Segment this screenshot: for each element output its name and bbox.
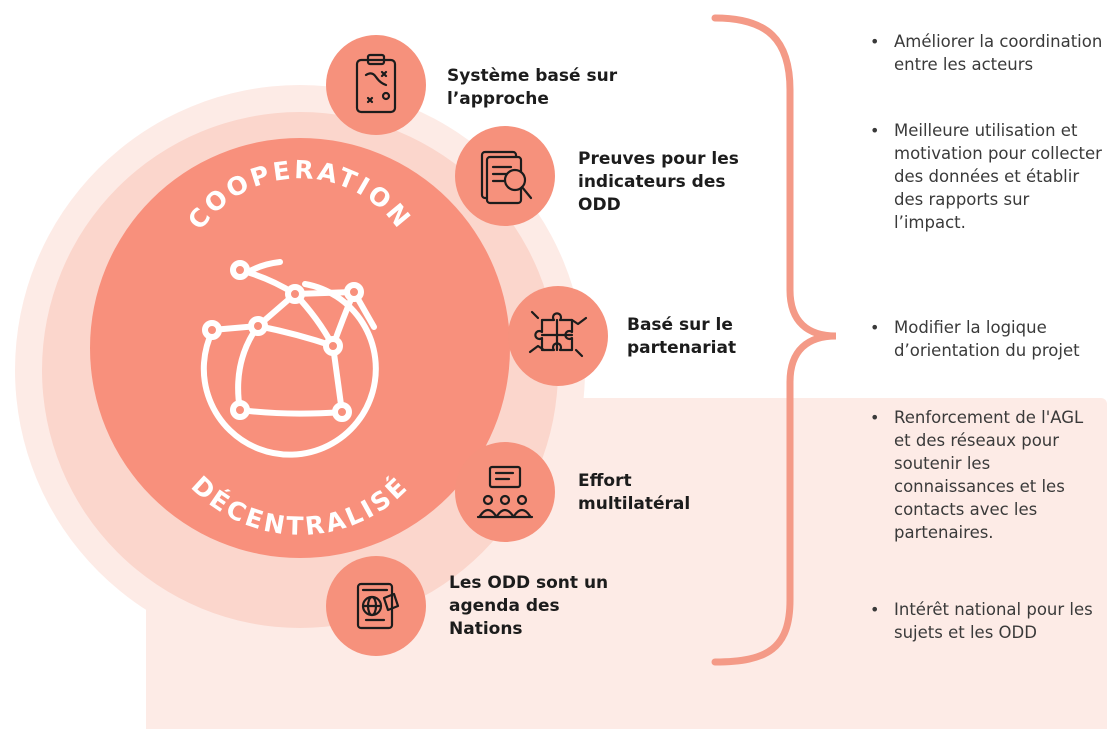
outcome-item: • Améliorer la coordination entre les ac… <box>864 30 1104 76</box>
outcome-item: • Intérêt national pour les sujets et le… <box>864 598 1104 644</box>
node-label-partnership: Basé sur le partenariat <box>627 315 737 358</box>
bullet-glyph: • <box>870 121 880 140</box>
outcome-text: Intérêt national pour les sujets et les … <box>894 600 1093 642</box>
grouping-brace <box>711 14 837 666</box>
clipboard-strategy-icon <box>355 53 397 114</box>
outcome-text: Améliorer la coordination entre les acte… <box>894 32 1103 74</box>
outcome-text: Renforcement de l'AGL et des réseaux pou… <box>894 408 1084 542</box>
globe-network-icon <box>200 259 379 458</box>
puzzle-hands-icon <box>528 310 588 358</box>
core-circle <box>90 138 510 558</box>
bullet-glyph: • <box>870 32 880 51</box>
outcome-item: • Modifier la logique d’orientation du p… <box>864 316 1104 362</box>
passport-globe-icon <box>356 582 400 630</box>
node-agenda <box>326 556 426 656</box>
meeting-presentation-icon <box>476 465 534 519</box>
node-system <box>326 35 426 135</box>
bullet-glyph: • <box>870 408 880 427</box>
node-label-multilateral: Effort multilatéral <box>578 471 691 514</box>
bullet-glyph: • <box>870 318 880 337</box>
node-evidence <box>455 126 555 226</box>
outcome-text: Meilleure utilisation et motivation pour… <box>894 121 1102 232</box>
document-magnifier-icon <box>480 150 533 205</box>
node-label-system: Système basé sur l’approche <box>447 66 618 109</box>
bullet-glyph: • <box>870 600 880 619</box>
outcome-item: • Renforcement de l'AGL et des réseaux p… <box>864 406 1104 544</box>
outcome-item: • Meilleure utilisation et motivation po… <box>864 119 1104 234</box>
node-label-evidence: Preuves pour les indicateurs des ODD <box>578 149 739 215</box>
node-multilateral <box>455 442 555 542</box>
node-partnership <box>508 286 608 386</box>
outcome-text: Modifier la logique d’orientation du pro… <box>894 318 1080 360</box>
node-label-agenda: Les ODD sont un agenda des Nations <box>449 573 609 639</box>
